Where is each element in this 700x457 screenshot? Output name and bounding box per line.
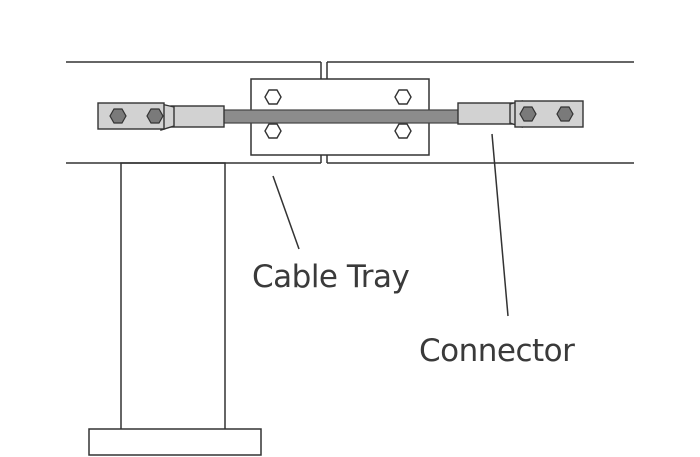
bonding-cable xyxy=(221,109,461,124)
lug-bolt-icon xyxy=(556,106,574,122)
bolt-icon xyxy=(264,89,282,105)
column-post xyxy=(120,162,226,431)
lug-bolt-icon xyxy=(109,108,127,124)
support-column xyxy=(88,162,262,456)
right-lug-sleeve xyxy=(457,102,514,125)
lug-bolt-icon xyxy=(146,108,164,124)
cable-tray-label: Cable Tray xyxy=(252,259,410,295)
column-base-plate xyxy=(88,428,262,456)
left-lug-sleeve xyxy=(170,105,225,128)
cable-tray-leader-line xyxy=(272,175,300,250)
left-cable-lug xyxy=(97,102,225,131)
cable-tray-rails xyxy=(66,61,634,164)
bolt-icon xyxy=(394,123,412,139)
splice-plate-bolts xyxy=(264,89,412,139)
connector-label: Connector xyxy=(419,333,575,369)
bolt-icon xyxy=(394,89,412,105)
lug-bolt-icon xyxy=(519,106,537,122)
right-cable-lug xyxy=(457,100,584,128)
bolt-icon xyxy=(264,123,282,139)
connector-leader-line xyxy=(491,133,509,317)
